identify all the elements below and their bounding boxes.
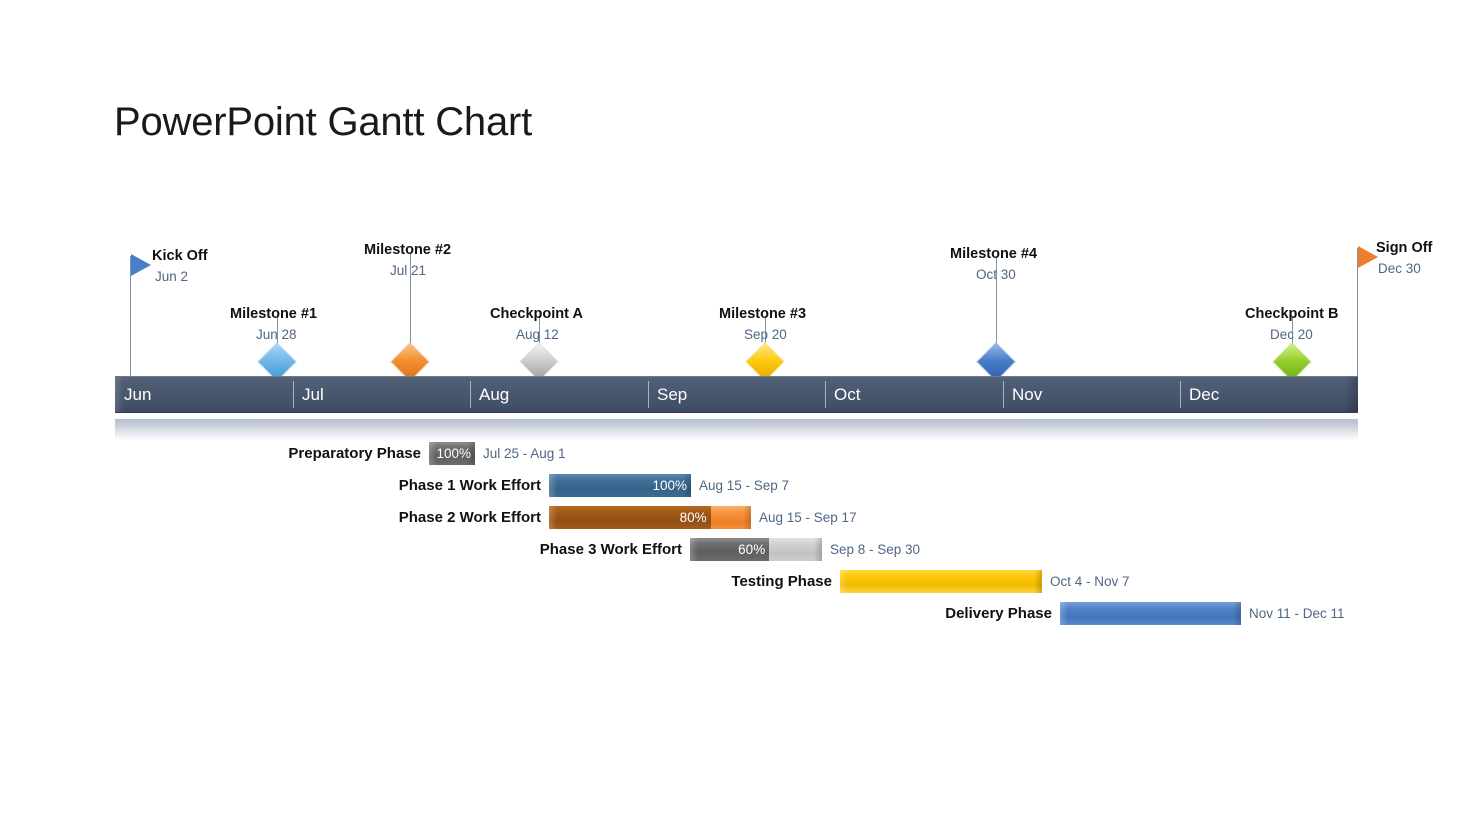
axis-month-label: Dec (1189, 384, 1220, 404)
task-progress-bar[interactable] (1060, 602, 1241, 625)
milestone-leader-line (130, 256, 131, 376)
axis-month-divider (470, 381, 471, 408)
axis-month-nov: Nov (1003, 377, 1042, 412)
task-bar-remaining (710, 506, 751, 529)
task-percent-label: 100% (652, 478, 687, 493)
task-bar-remaining (769, 538, 822, 561)
task-label: Testing Phase (731, 572, 832, 590)
timeline-axis-bar: Jun Jul Aug Sep Oct Nov Dec (115, 376, 1358, 413)
task-percent-label: 100% (436, 446, 471, 461)
milestone-date: Jun 2 (155, 269, 189, 284)
milestone-date: Sep 20 (744, 327, 787, 342)
milestone-leader-line (1292, 316, 1293, 354)
axis-month-divider (1003, 381, 1004, 408)
task-bar-fill (429, 442, 475, 465)
milestone-leader-line (539, 316, 540, 354)
task-row-preparatory-phase[interactable]: Preparatory Phase 100% Jul 25 - Aug 1 (0, 440, 1471, 466)
milestone-name: Milestone #2 (364, 242, 452, 258)
task-date-range: Sep 8 - Sep 30 (830, 541, 921, 557)
axis-month-divider (1180, 381, 1181, 408)
task-row-testing-phase[interactable]: Testing Phase Oct 4 - Nov 7 (0, 568, 1471, 594)
task-row-delivery-phase[interactable]: Delivery Phase Nov 11 - Dec 11 (0, 600, 1471, 626)
flag-icon (1358, 246, 1378, 268)
task-percent-label: 60% (738, 542, 766, 557)
milestone-leader-line (1357, 248, 1358, 376)
task-label: Phase 3 Work Effort (539, 540, 682, 558)
axis-month-label: Oct (834, 384, 861, 404)
task-progress-bar[interactable] (840, 570, 1042, 593)
milestone-name: Milestone #3 (719, 306, 807, 322)
task-row-phase-1-work-effort[interactable]: Phase 1 Work Effort 100% Aug 15 - Sep 7 (0, 472, 1471, 498)
milestone-date: Dec 30 (1378, 261, 1421, 276)
task-row-phase-2-work-effort[interactable]: Phase 2 Work Effort 80% Aug 15 - Sep 17 (0, 504, 1471, 530)
milestone-date: Oct 30 (976, 267, 1016, 282)
milestone-date: Aug 12 (516, 327, 559, 342)
task-progress-bar[interactable]: 80% (549, 506, 751, 529)
milestone-name: Milestone #1 (230, 306, 318, 322)
axis-month-label: Jun (124, 384, 152, 404)
milestone-leader-line (996, 257, 997, 354)
task-bar-fill (1060, 602, 1241, 625)
axis-month-aug: Aug (470, 377, 509, 412)
task-progress-bar[interactable]: 60% (690, 538, 822, 561)
axis-month-sep: Sep (648, 377, 687, 412)
milestone-name: Sign Off (1376, 240, 1433, 256)
axis-month-label: Nov (1012, 384, 1043, 404)
task-row-phase-3-work-effort[interactable]: Phase 3 Work Effort 60% Sep 8 - Sep 30 (0, 536, 1471, 562)
milestone-date: Jun 28 (256, 327, 297, 342)
axis-month-jun: Jun (115, 377, 151, 412)
milestone-date: Jul 21 (390, 263, 427, 278)
task-date-range: Aug 15 - Sep 7 (699, 477, 790, 493)
task-label: Phase 2 Work Effort (398, 508, 541, 526)
page-title: PowerPoint Gantt Chart (114, 100, 533, 144)
task-date-range: Aug 15 - Sep 17 (759, 509, 857, 525)
axis-month-label: Aug (479, 384, 510, 404)
task-date-range: Nov 11 - Dec 11 (1249, 605, 1345, 621)
timeline-axis-shadow (115, 419, 1358, 441)
axis-month-oct: Oct (825, 377, 860, 412)
milestone-leader-line (765, 316, 766, 354)
task-bar-fill (549, 474, 691, 497)
task-label: Phase 1 Work Effort (398, 476, 541, 494)
task-progress-bar[interactable]: 100% (549, 474, 691, 497)
task-date-range: Jul 25 - Aug 1 (483, 445, 566, 461)
task-percent-label: 80% (679, 510, 707, 525)
axis-month-label: Jul (302, 384, 324, 404)
task-bar-fill (690, 538, 770, 561)
axis-month-divider (293, 381, 294, 408)
axis-month-label: Sep (657, 384, 688, 404)
milestone-leader-line (277, 316, 278, 354)
task-label: Preparatory Phase (288, 444, 421, 462)
task-label: Delivery Phase (945, 604, 1052, 622)
milestone-name: Checkpoint A (490, 306, 583, 322)
flag-icon (131, 254, 151, 276)
milestone-date: Dec 20 (1270, 327, 1313, 342)
milestone-leader-line (410, 253, 411, 354)
task-bar-fill (549, 506, 711, 529)
axis-month-jul: Jul (293, 377, 324, 412)
axis-month-dec: Dec (1180, 377, 1219, 412)
axis-month-divider (648, 381, 649, 408)
task-progress-bar[interactable]: 100% (429, 442, 475, 465)
milestone-name: Milestone #4 (950, 246, 1038, 262)
task-date-range: Oct 4 - Nov 7 (1050, 573, 1130, 589)
axis-month-divider (825, 381, 826, 408)
milestone-name: Kick Off (152, 248, 208, 264)
task-bar-fill (840, 570, 1042, 593)
milestone-name: Checkpoint B (1245, 306, 1339, 322)
